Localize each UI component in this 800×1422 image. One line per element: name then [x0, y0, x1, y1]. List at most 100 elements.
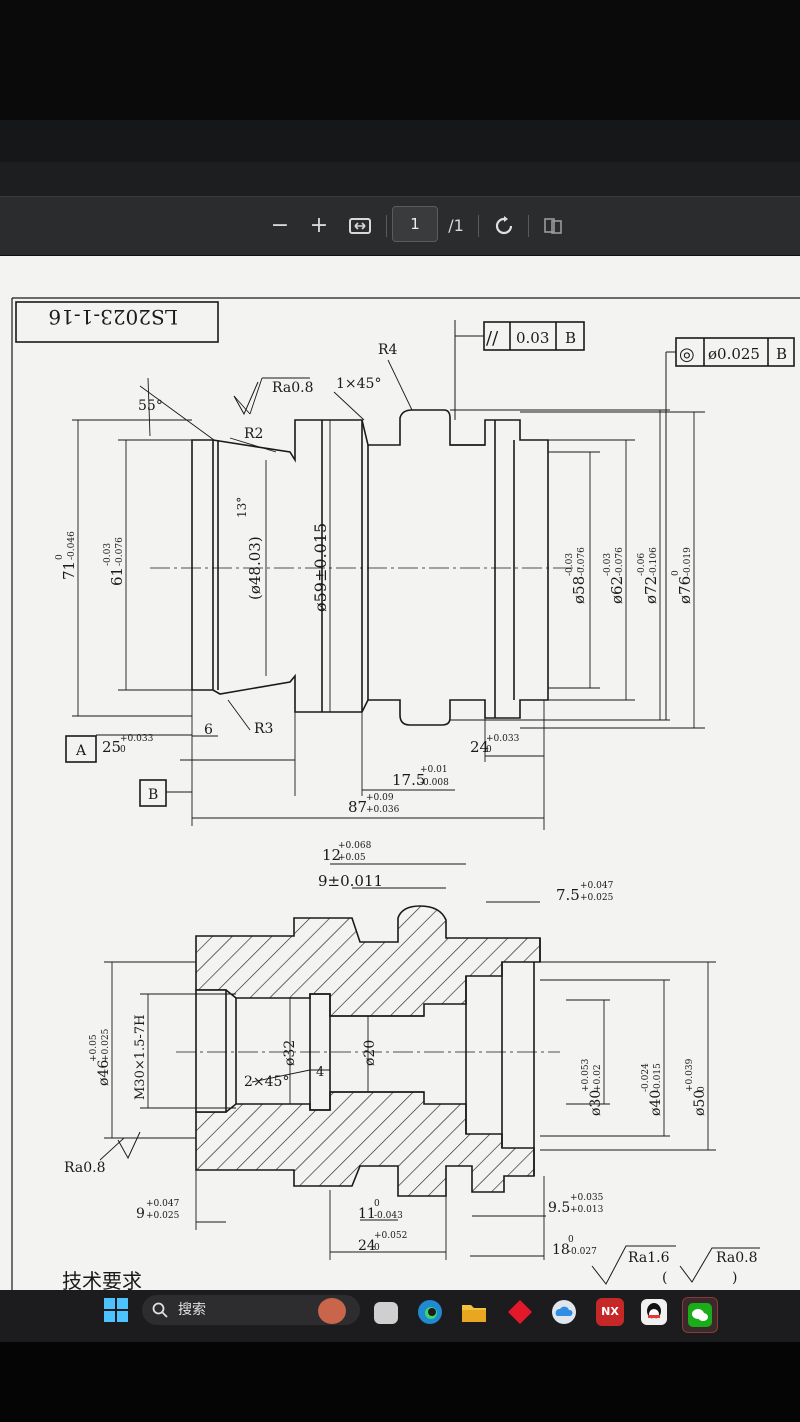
length-6: 6: [204, 722, 213, 738]
roughness-ra16: Ra1.6: [628, 1250, 670, 1266]
angle-13: 13°: [235, 497, 249, 518]
background-bottom: [0, 1342, 800, 1422]
page-number-input[interactable]: 1: [392, 206, 438, 242]
paren-open: (: [662, 1270, 667, 1286]
dim-18: 18: [552, 1242, 570, 1258]
page-view-button[interactable]: [540, 197, 566, 257]
paren-close: ): [732, 1270, 737, 1286]
dim-25-up: +0.033: [120, 734, 154, 744]
concentricity-tolerance: ø0.025: [708, 345, 760, 363]
dim-24-bottom-up: +0.052: [374, 1231, 407, 1241]
dim-4: 4: [316, 1065, 324, 1080]
windows-start-icon[interactable]: [104, 1298, 128, 1322]
diameter-58-tol-up: -0.03: [565, 553, 575, 576]
radius-r2: R2: [244, 426, 263, 442]
diameter-40: ø40: [648, 1090, 664, 1116]
datum-b-box: [139, 779, 167, 807]
fit-page-icon: [349, 218, 371, 234]
nx-app-icon[interactable]: NX: [596, 1298, 624, 1326]
chamfer-2x45: 2×45°: [244, 1074, 289, 1090]
toolbar-divider: [386, 215, 387, 237]
concentricity-datum: B: [776, 345, 787, 363]
diameter-46-low: +0.025: [101, 1028, 111, 1062]
diameter-30: ø30: [588, 1090, 604, 1116]
dim-25-low: 0: [120, 745, 126, 755]
diameter-62-tol-up: -0.03: [603, 553, 613, 576]
parallelism-symbol: //: [486, 328, 499, 349]
dim-9-bottom: 9: [136, 1206, 145, 1222]
rotate-icon: [495, 216, 513, 235]
toolbar-divider: [528, 215, 529, 237]
search-icon: [152, 1302, 168, 1318]
diameter-32: ø32: [282, 1040, 298, 1066]
roughness-ra08-general: Ra0.8: [716, 1250, 757, 1266]
dim-24: 24: [470, 738, 489, 756]
technical-drawing: LS2023-1-16 // 0.03 B ◎ ø0.025 B R4 1×45…: [11, 297, 800, 1293]
dim-87-low: +0.036: [366, 805, 400, 815]
datum-a-box: [65, 735, 97, 763]
qq-icon[interactable]: [640, 1298, 668, 1326]
dim-12-low: +0.05: [338, 853, 366, 863]
diameter-76-tol-low: -0.019: [683, 547, 693, 576]
dim-9-5-up: +0.035: [570, 1193, 604, 1203]
zoom-in-button[interactable]: +: [309, 213, 329, 238]
edge-icon[interactable]: [416, 1298, 444, 1326]
dim-7-5-low: +0.025: [580, 893, 614, 903]
dim-9-5-low: +0.013: [570, 1205, 604, 1215]
diameter-30-low: +0.02: [593, 1064, 603, 1092]
diameter-72-tol-up: -0.06: [637, 553, 647, 576]
concentricity-symbol: ◎: [679, 344, 695, 365]
dim-9-bottom-low: +0.025: [146, 1211, 180, 1221]
dim-9-bottom-up: +0.047: [146, 1199, 180, 1209]
diameter-76-tol-up: 0: [671, 570, 681, 576]
diameter-58-tol-low: -0.076: [577, 547, 587, 576]
dim-24-bottom: 24: [358, 1238, 376, 1254]
dim-24-bottom-low: 0: [374, 1243, 380, 1253]
search-placeholder: 搜索: [178, 1302, 206, 1318]
diameter-59: ø59±0.015: [311, 523, 330, 612]
dim-71-tol-low: -0.046: [67, 531, 77, 560]
diameter-30-up: +0.053: [581, 1058, 591, 1092]
roughness-ra08: Ra0.8: [272, 380, 313, 396]
task-view-icon[interactable]: [374, 1302, 398, 1324]
dim-87-up: +0.09: [366, 793, 394, 803]
red-app-icon[interactable]: [506, 1298, 534, 1326]
dim-24-low: 0: [486, 745, 492, 755]
diameter-72: ø72: [642, 576, 660, 604]
file-explorer-icon[interactable]: [460, 1298, 488, 1326]
nx-app-label: NX: [601, 1305, 619, 1318]
datum-b: B: [148, 787, 158, 803]
user-avatar[interactable]: [318, 1298, 346, 1324]
shaft-outline: [191, 409, 549, 726]
diameter-20: ø20: [362, 1040, 378, 1066]
diameter-40-low: -0.015: [653, 1063, 663, 1092]
document-page: LS2023-1-16 // 0.03 B ◎ ø0.025 B R4 1×45…: [0, 256, 800, 1293]
dim-17-5-low: -0.008: [420, 778, 449, 788]
dim-24-up: +0.033: [486, 734, 520, 744]
dim-17-5: 17.5: [392, 771, 425, 789]
background-top: [0, 0, 800, 120]
section-view: [195, 905, 541, 1197]
dim-17-5-up: +0.01: [420, 765, 448, 775]
dim-61: 61: [108, 567, 126, 586]
wechat-icon[interactable]: [682, 1297, 718, 1333]
radius-r3: R3: [254, 721, 273, 737]
diameter-62: ø62: [608, 576, 626, 604]
diameter-76: ø76: [676, 576, 694, 604]
dim-11-low: -0.043: [374, 1211, 403, 1221]
thread-m30: M30×1.5-7H: [133, 1015, 148, 1100]
zoom-out-button[interactable]: −: [270, 213, 290, 238]
cloud-drive-icon[interactable]: [550, 1298, 578, 1326]
roughness-ra08-section: Ra0.8: [64, 1160, 105, 1176]
chamfer-label: 1×45°: [336, 376, 381, 392]
rotate-button[interactable]: [490, 197, 518, 259]
parallelism-tolerance: 0.03: [516, 329, 549, 347]
diameter-46: ø46: [96, 1060, 112, 1086]
diameter-50-up: +0.039: [685, 1058, 695, 1092]
dim-71: 71: [60, 561, 78, 580]
diameter-50-low: 0: [697, 1086, 707, 1092]
dim-11: 11: [358, 1206, 376, 1222]
diameter-62-tol-low: -0.076: [615, 547, 625, 576]
title-block-text: LS2023-1-16: [48, 305, 178, 329]
fit-page-button[interactable]: [346, 197, 374, 258]
